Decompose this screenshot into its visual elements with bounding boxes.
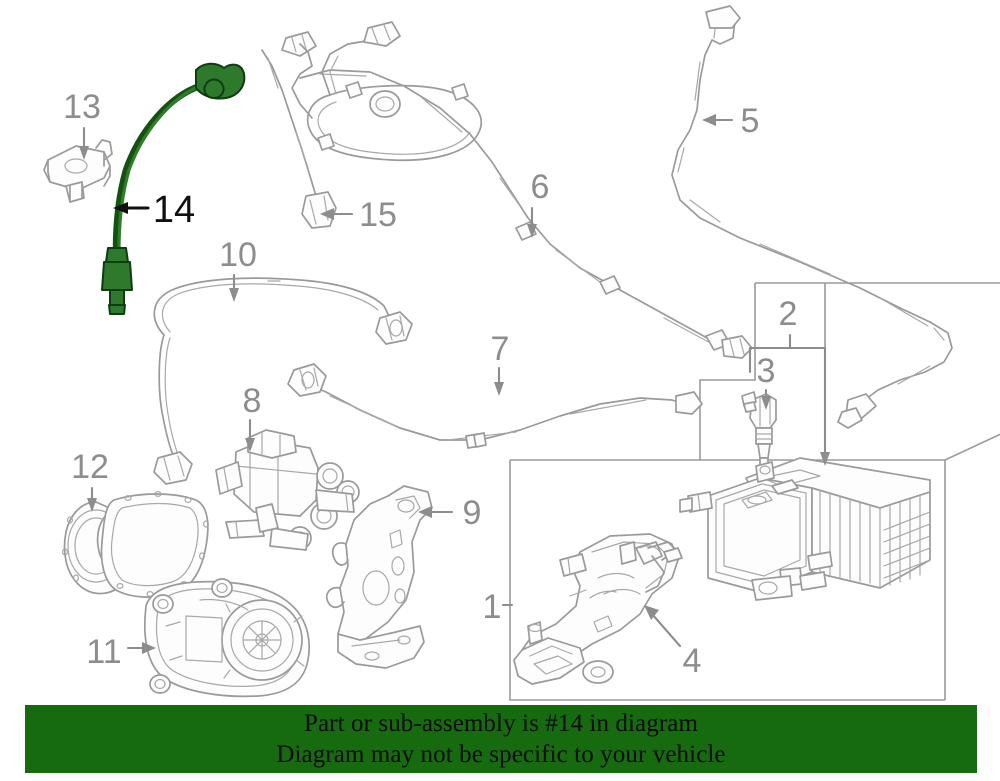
callout-label-4: 4 <box>683 642 702 680</box>
callout-label-11: 11 <box>86 633 121 671</box>
part-15-hose-connector <box>261 49 337 229</box>
callout-brackets <box>748 333 830 466</box>
part-10-vapor-tube-front <box>153 277 413 485</box>
callout-label-6: 6 <box>531 168 550 206</box>
callout-group-boxes <box>509 282 1000 701</box>
part-7-vapor-hose-lower <box>287 363 703 449</box>
part-4-canister-bracket <box>513 533 683 685</box>
callout-label-15: 15 <box>359 196 397 234</box>
top-center-hose-loop <box>281 21 483 162</box>
callout-label-8: 8 <box>243 382 262 420</box>
part-5-hose-tail <box>837 321 953 429</box>
part-2-evap-canister <box>679 457 931 601</box>
part-6-vapor-hose-mid <box>299 69 753 359</box>
part-12-pump-gasket <box>61 491 210 598</box>
callout-arrow-9 <box>418 506 454 518</box>
callout-label-3: 3 <box>757 352 776 390</box>
callout-label-9: 9 <box>463 494 482 532</box>
part-13-sensor-mount-bracket <box>43 139 113 203</box>
callout-arrow-4 <box>644 605 682 648</box>
callout-arrow-8 <box>245 418 255 452</box>
callout-label-12: 12 <box>71 448 109 486</box>
banner-line-2: Diagram may not be specific to your vehi… <box>276 741 726 768</box>
callout-arrow-6 <box>527 206 537 238</box>
callout-label-2: 2 <box>779 295 798 333</box>
callout-arrow-13 <box>79 126 89 160</box>
callout-arrow-5 <box>702 114 734 126</box>
part-8-air-control-valve <box>215 429 360 551</box>
callout-label-5: 5 <box>741 102 760 140</box>
callout-label-7: 7 <box>491 330 510 368</box>
callout-arrow-3 <box>761 388 771 410</box>
banner-line-1: Part or sub-assembly is #14 in diagram <box>303 710 699 737</box>
part-5-vapor-hose-long <box>671 5 931 327</box>
callout-label-1: 1 <box>483 588 502 626</box>
callout-label-13: 13 <box>63 88 101 126</box>
callout-label-14: 14 <box>153 189 195 231</box>
part-11-secondary-air-pump <box>143 578 311 698</box>
part-9-mounting-bracket <box>325 485 433 669</box>
callout-arrows <box>79 114 771 654</box>
part-14-oxygen-sensor-highlighted <box>101 62 246 315</box>
callout-arrow-12 <box>87 486 97 512</box>
callout-arrow-15 <box>320 208 354 220</box>
callout-arrow-14 <box>113 202 150 214</box>
callout-label-10: 10 <box>219 236 257 274</box>
callout-arrow-7 <box>494 366 504 396</box>
callout-arrow-11 <box>126 642 156 654</box>
part-3-purge-valve <box>741 391 777 469</box>
part-number-banner: Part or sub-assembly is #14 in diagram D… <box>25 705 977 773</box>
callout-labels: 1 2 3 4 5 6 7 8 9 10 11 12 13 14 15 <box>63 88 797 680</box>
callout-arrow-10 <box>229 273 239 302</box>
